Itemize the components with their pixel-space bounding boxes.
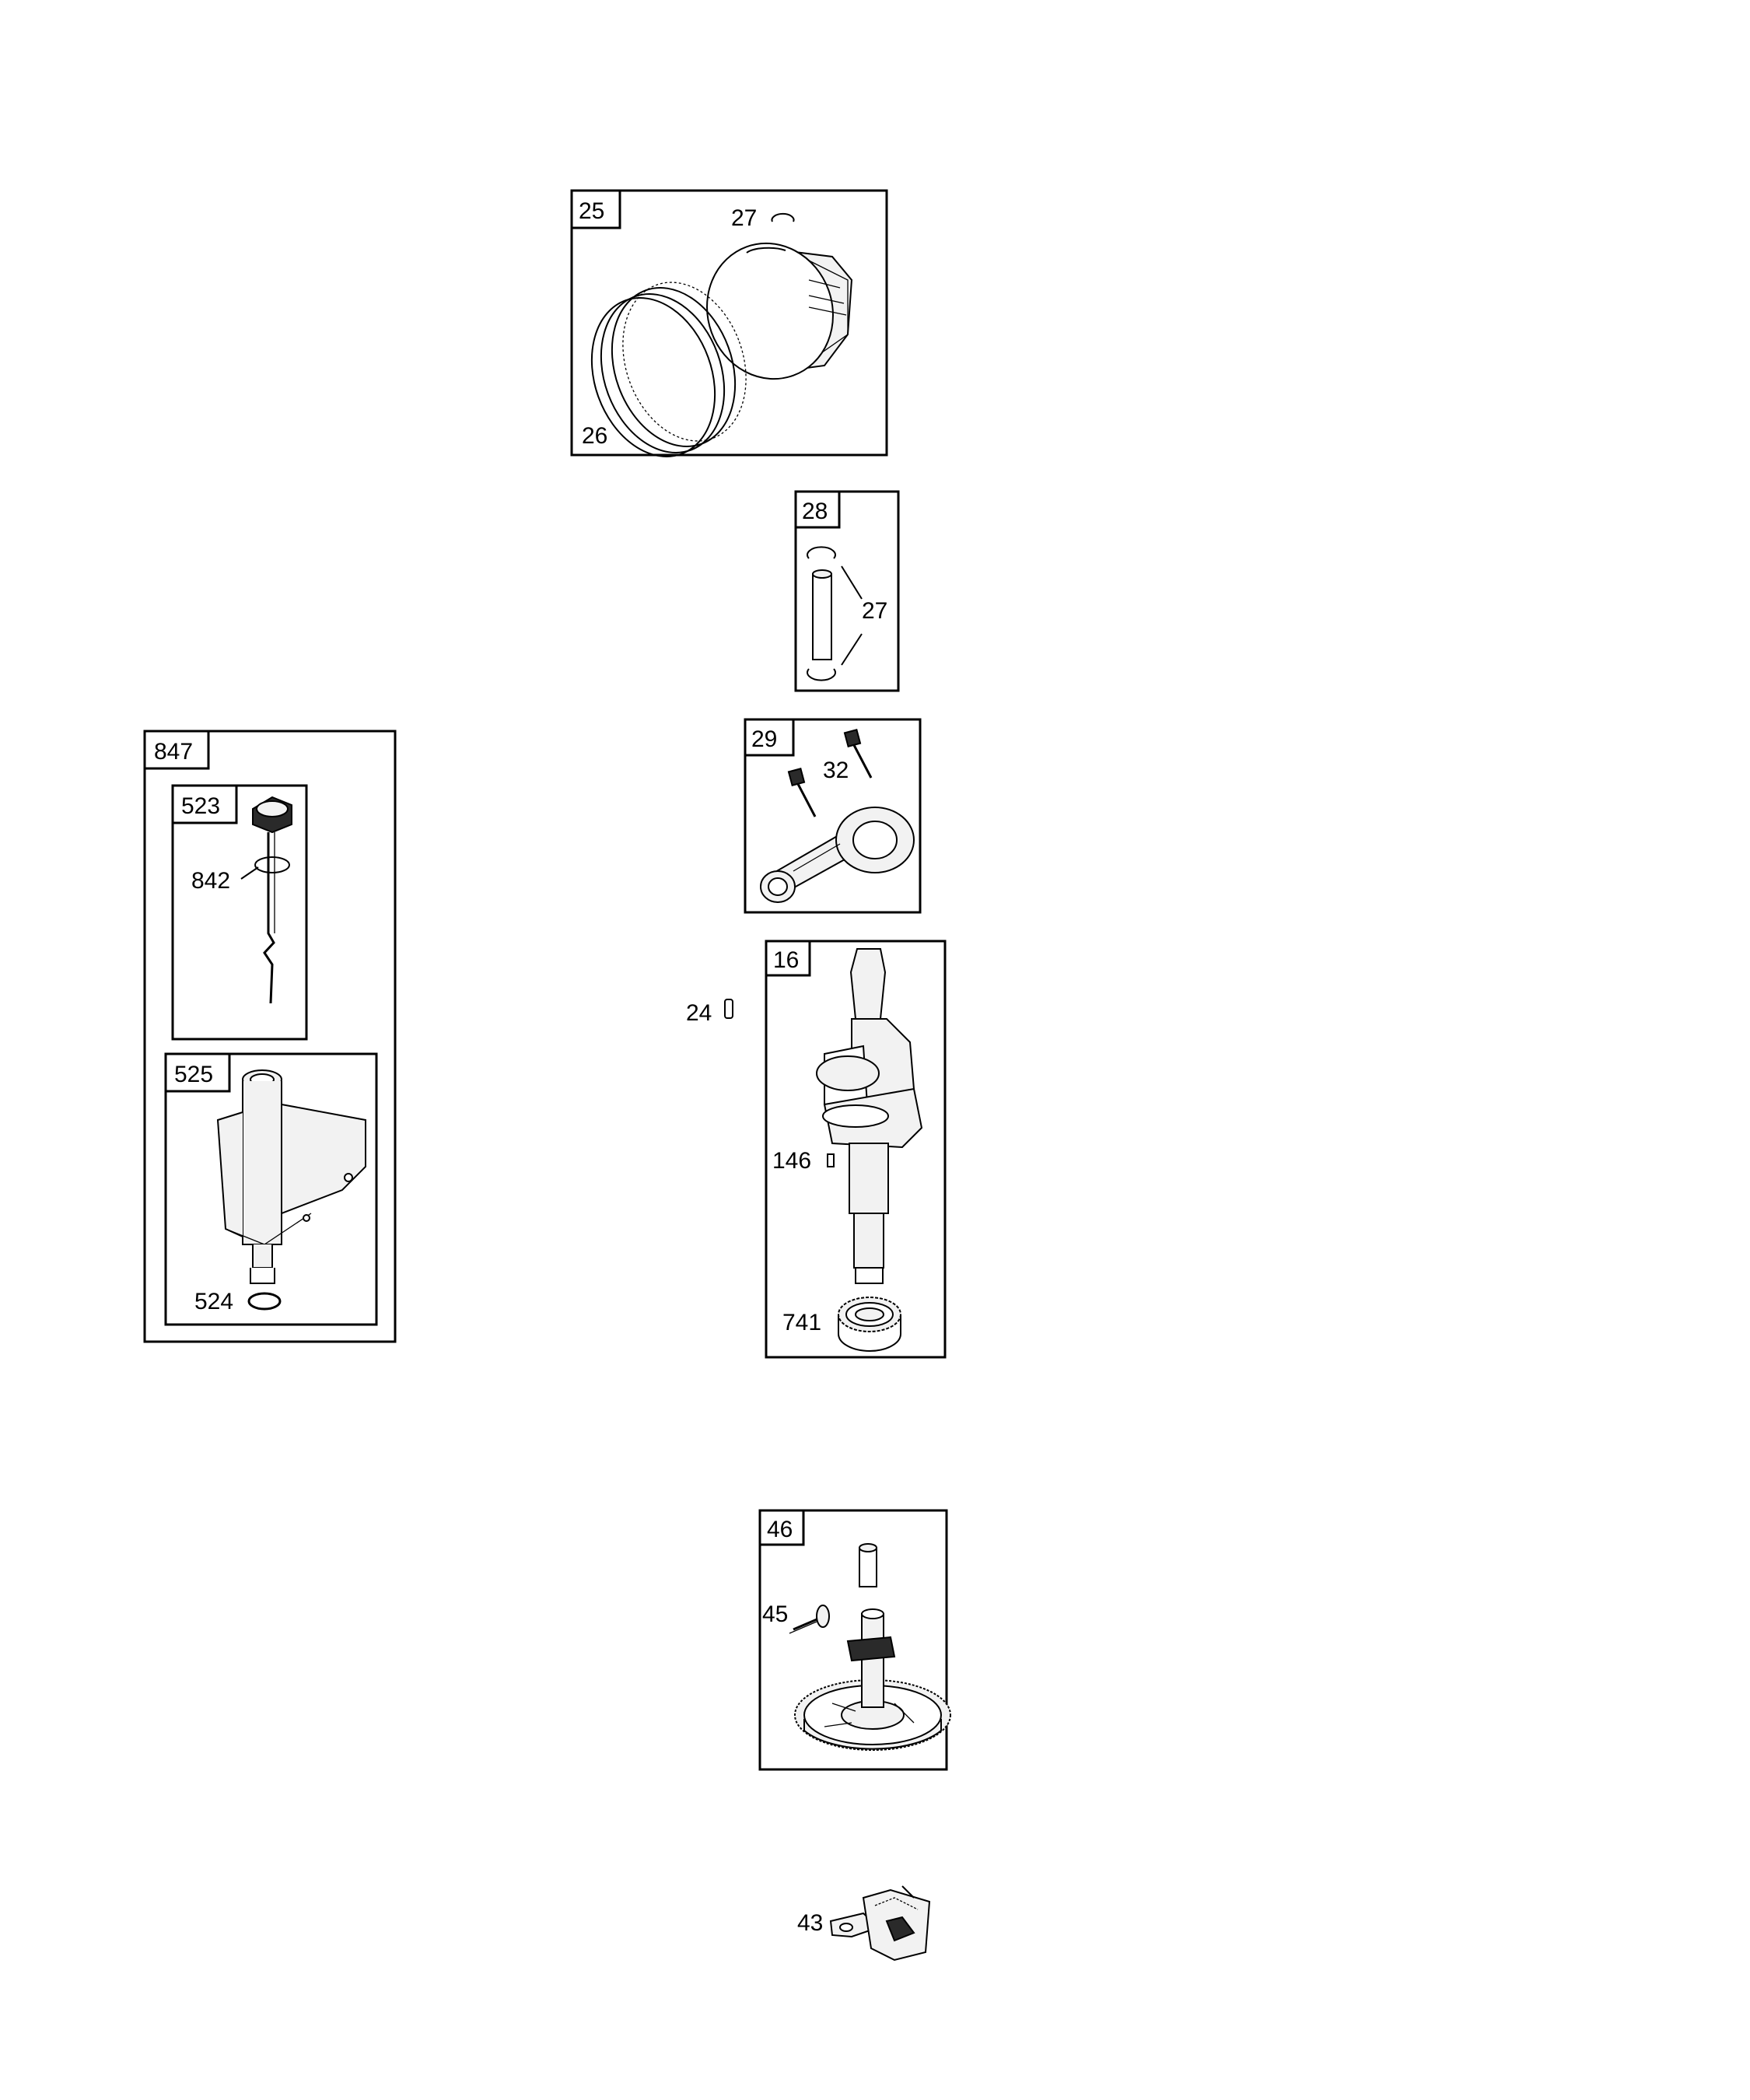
kit-46-frame <box>758 1509 948 1771</box>
kit-16-frame <box>765 940 947 1359</box>
part-27-label[interactable]: 27 <box>862 598 887 624</box>
kit-29-number[interactable]: 29 <box>751 726 777 752</box>
kit-16-number-box <box>765 940 811 977</box>
part-45-label[interactable]: 45 <box>762 1601 788 1627</box>
key-icon <box>724 999 733 1019</box>
retainer-clip-icon <box>807 546 836 681</box>
leader-line <box>841 633 863 666</box>
piston-icon <box>706 242 853 380</box>
o-ring-icon <box>254 856 290 873</box>
wrist-pin-icon <box>812 569 832 660</box>
wrist-pin-icon <box>859 1543 877 1587</box>
kit-25-group: 25 27 26 <box>570 189 888 457</box>
part-43-label[interactable]: 43 <box>797 1910 823 1936</box>
dipstick-icon <box>252 796 292 1004</box>
kit-16-group: 16 146 741 <box>765 940 947 1359</box>
kit-847-number[interactable]: 847 <box>154 739 193 765</box>
part-524-label[interactable]: 524 <box>194 1289 233 1314</box>
kit-523-frame <box>171 784 308 1041</box>
leader-line <box>240 866 259 880</box>
kit-847-frame <box>143 730 397 1343</box>
kit-29-frame <box>744 718 922 914</box>
governor-icon <box>829 1885 931 1962</box>
kit-16-number[interactable]: 16 <box>773 947 799 973</box>
part-24-group: 24 <box>686 999 733 1026</box>
kit-25-number-box <box>570 189 621 229</box>
bolt-icon <box>843 729 873 779</box>
kit-29-number-box <box>744 718 795 757</box>
bolt-icon <box>789 1605 830 1634</box>
kit-523-number-box <box>171 784 238 824</box>
kit-25-frame <box>570 189 888 457</box>
key-icon <box>827 1153 835 1167</box>
part-26-label[interactable]: 26 <box>582 423 607 449</box>
kit-28-number-box <box>794 490 841 529</box>
kit-847-number-box <box>143 730 210 770</box>
bolt-icon <box>787 768 817 817</box>
leader-line <box>841 565 863 600</box>
kit-46-number[interactable]: 46 <box>767 1517 793 1542</box>
timing-gear-icon <box>838 1297 901 1352</box>
part-741-label[interactable]: 741 <box>782 1310 821 1335</box>
kit-46-number-box <box>758 1509 805 1546</box>
kit-46-group: 46 45 <box>758 1509 951 1771</box>
part-24-label[interactable]: 24 <box>686 1000 712 1026</box>
cam-gear-icon <box>794 1608 951 1751</box>
o-ring-icon <box>247 1292 282 1311</box>
retainer-clip-icon <box>771 212 795 222</box>
part-43-group: 43 <box>797 1885 931 1962</box>
kit-28-group: 28 27 <box>794 490 900 692</box>
kit-525-frame <box>164 1052 378 1326</box>
connecting-rod-icon <box>760 807 915 903</box>
part-146-label[interactable]: 146 <box>772 1148 811 1174</box>
part-32-label[interactable]: 32 <box>823 758 849 783</box>
piston-rings-icon <box>590 282 747 457</box>
kit-25-number[interactable]: 25 <box>579 198 604 224</box>
kit-28-frame <box>794 490 900 692</box>
kit-847-group: 847 523 842 525 <box>143 730 397 1343</box>
kit-29-group: 29 32 <box>744 718 922 914</box>
crankshaft-icon <box>816 948 923 1284</box>
kit-525-number-box <box>164 1052 231 1093</box>
dipstick-tube-icon <box>216 1069 366 1284</box>
kit-525-number[interactable]: 525 <box>174 1062 213 1087</box>
part-842-label[interactable]: 842 <box>191 868 230 894</box>
kit-28-number[interactable]: 28 <box>802 499 828 524</box>
part-27-label[interactable]: 27 <box>731 205 757 231</box>
kit-523-number[interactable]: 523 <box>181 793 220 819</box>
